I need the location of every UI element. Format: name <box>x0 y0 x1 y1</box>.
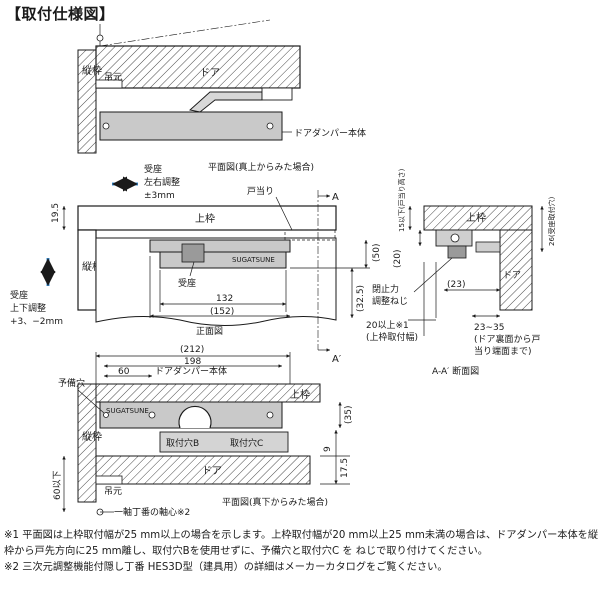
label-uwawaku-bottom: 上枠 <box>290 388 310 401</box>
label-section-a: A <box>332 192 339 203</box>
plan-view-bottom: (212) 198 60 ドアダンパー本体 上枠 縦枠 SUGATSUNE 取付… <box>53 345 354 518</box>
dim-60-below: 60以下 <box>53 471 63 500</box>
lr-adjust-label-1: 受座 <box>144 163 162 175</box>
brand-mark-bottom: SUGATSUNE <box>106 407 149 415</box>
lr-adjust-label-3: ±3mm <box>144 191 175 201</box>
footnote-1: ※1 平面図は上枠取付幅が25 mm以上の場合を示します。上枠取付幅が20 mm… <box>4 530 599 557</box>
hinge-point <box>96 34 104 42</box>
hole-b-marker <box>148 411 156 419</box>
dim-overlap: 15以下(戸当り高さ) <box>397 168 406 232</box>
damper-body-top <box>99 111 283 141</box>
upper-frame-bottom <box>95 383 321 403</box>
mounting-width-2: (上枠取付幅) <box>366 331 418 343</box>
hinge-block <box>95 79 123 89</box>
caption-section: A-A′ 断面図 <box>432 365 479 377</box>
vertical-frame-bottom <box>77 383 97 503</box>
installation-diagram: 縦枠 吊元 ドア ドアダンパー本体 平面図(真上からみた場合) 受座 左右調整 … <box>10 19 556 518</box>
dim-23: (23) <box>447 280 465 290</box>
label-spare-hole: 予備穴 <box>58 377 85 389</box>
label-tatewaku-bottom: 縦枠 <box>82 430 102 443</box>
damper-body-front <box>149 239 291 253</box>
ud-adjust-label-3: +3、−2mm <box>10 317 63 327</box>
dim-132: 132 <box>216 294 233 304</box>
damper-arm <box>189 91 263 113</box>
label-section-a-prime: A′ <box>332 354 342 365</box>
page-title: 【取付仕様図】 <box>6 5 115 23</box>
arm-pivot <box>178 405 212 429</box>
plan-view-top: 縦枠 吊元 ドア ドアダンパー本体 平面図(真上からみた場合) <box>77 19 366 173</box>
label-ukeza-front: 受座 <box>178 277 196 289</box>
closing-force-2: 調整ねじ <box>372 295 408 307</box>
upper-frame-section <box>423 205 533 231</box>
door-body <box>95 45 301 89</box>
brand-mark-front: SUGATSUNE <box>232 256 275 264</box>
dim-20: (20) <box>393 250 403 268</box>
dim-198: 198 <box>184 357 201 367</box>
door-gap-3: 当り端面まで) <box>474 345 532 357</box>
label-tatewaku-1: 縦枠 <box>82 64 102 77</box>
label-door-section: ドア <box>503 271 521 281</box>
dim-19-5: 19.5 <box>51 203 61 223</box>
label-tsurimoto-1: 吊元 <box>104 72 122 83</box>
label-todari: 戸当り <box>247 185 274 197</box>
closing-force-1: 閉止力 <box>372 283 399 295</box>
label-uwawaku-front: 上枠 <box>195 212 215 225</box>
door-gap-1: 23∼35 <box>474 323 504 333</box>
hole-c-marker <box>266 411 274 419</box>
label-damper-body-1: ドアダンパー本体 <box>294 127 366 139</box>
ud-adjust-label-1: 受座 <box>10 289 28 301</box>
section-view: 上枠 ドア 15以下(戸当り高さ) (20) 26(受座取付穴) (23) 20… <box>366 168 556 377</box>
label-hinge-axis: 一軸丁番の軸心※2 <box>114 506 190 518</box>
spare-hole-marker <box>103 412 109 418</box>
dim-9: 9 <box>323 446 333 452</box>
footnote-2: ※2 三次元調整機能付隠し丁番 HES3D型（建具用）の詳細はメーカーカタログを… <box>4 562 448 573</box>
label-tsurimoto-2: 吊元 <box>104 486 122 497</box>
upper-frame-front <box>77 205 337 231</box>
door-gap-2: (ドア裏面から戸 <box>474 333 541 345</box>
caption-plan-top: 平面図(真上からみた場合) <box>208 161 314 173</box>
dim-50: (50) <box>372 244 382 262</box>
label-door-bottom: ドア <box>202 466 222 477</box>
ud-adjust-label-2: 上下調整 <box>10 302 46 314</box>
footnotes: ※1 平面図は上枠取付幅が25 mm以上の場合を示します。上枠取付幅が20 mm… <box>4 528 598 576</box>
mounting-width-1: 20以上※1 <box>366 320 409 331</box>
dim-17-5: 17.5 <box>340 458 350 478</box>
door-stop <box>284 229 336 241</box>
dim-212: (212) <box>180 345 204 355</box>
dim-60: 60 <box>118 367 130 377</box>
front-view: 受座 左右調整 ±3mm 上枠 縦枠 戸当り SUGATSUNE 受座 <box>10 163 382 365</box>
label-hole-c: 取付穴C <box>230 437 263 449</box>
lr-adjust-label-2: 左右調整 <box>144 176 180 188</box>
caption-plan-bottom: 平面図(真下からみた場合) <box>222 496 328 508</box>
arm-receiver <box>261 87 293 101</box>
dim-35: (35) <box>344 406 354 424</box>
caption-front: 正面図 <box>196 326 223 337</box>
door-section <box>499 229 533 311</box>
label-door-1: ドア <box>200 68 220 79</box>
label-damper-body-2: ドアダンパー本体 <box>155 365 227 377</box>
label-uwawaku-section: 上枠 <box>466 211 486 224</box>
door-bottom-plan <box>95 455 311 485</box>
dim-152: (152) <box>210 307 234 317</box>
dim-ukeza-hole: 26(受座取付穴) <box>547 196 556 246</box>
label-hole-b: 取付穴B <box>166 437 199 449</box>
vertical-frame <box>77 49 97 154</box>
dim-32-5: (32.5) <box>356 285 366 312</box>
